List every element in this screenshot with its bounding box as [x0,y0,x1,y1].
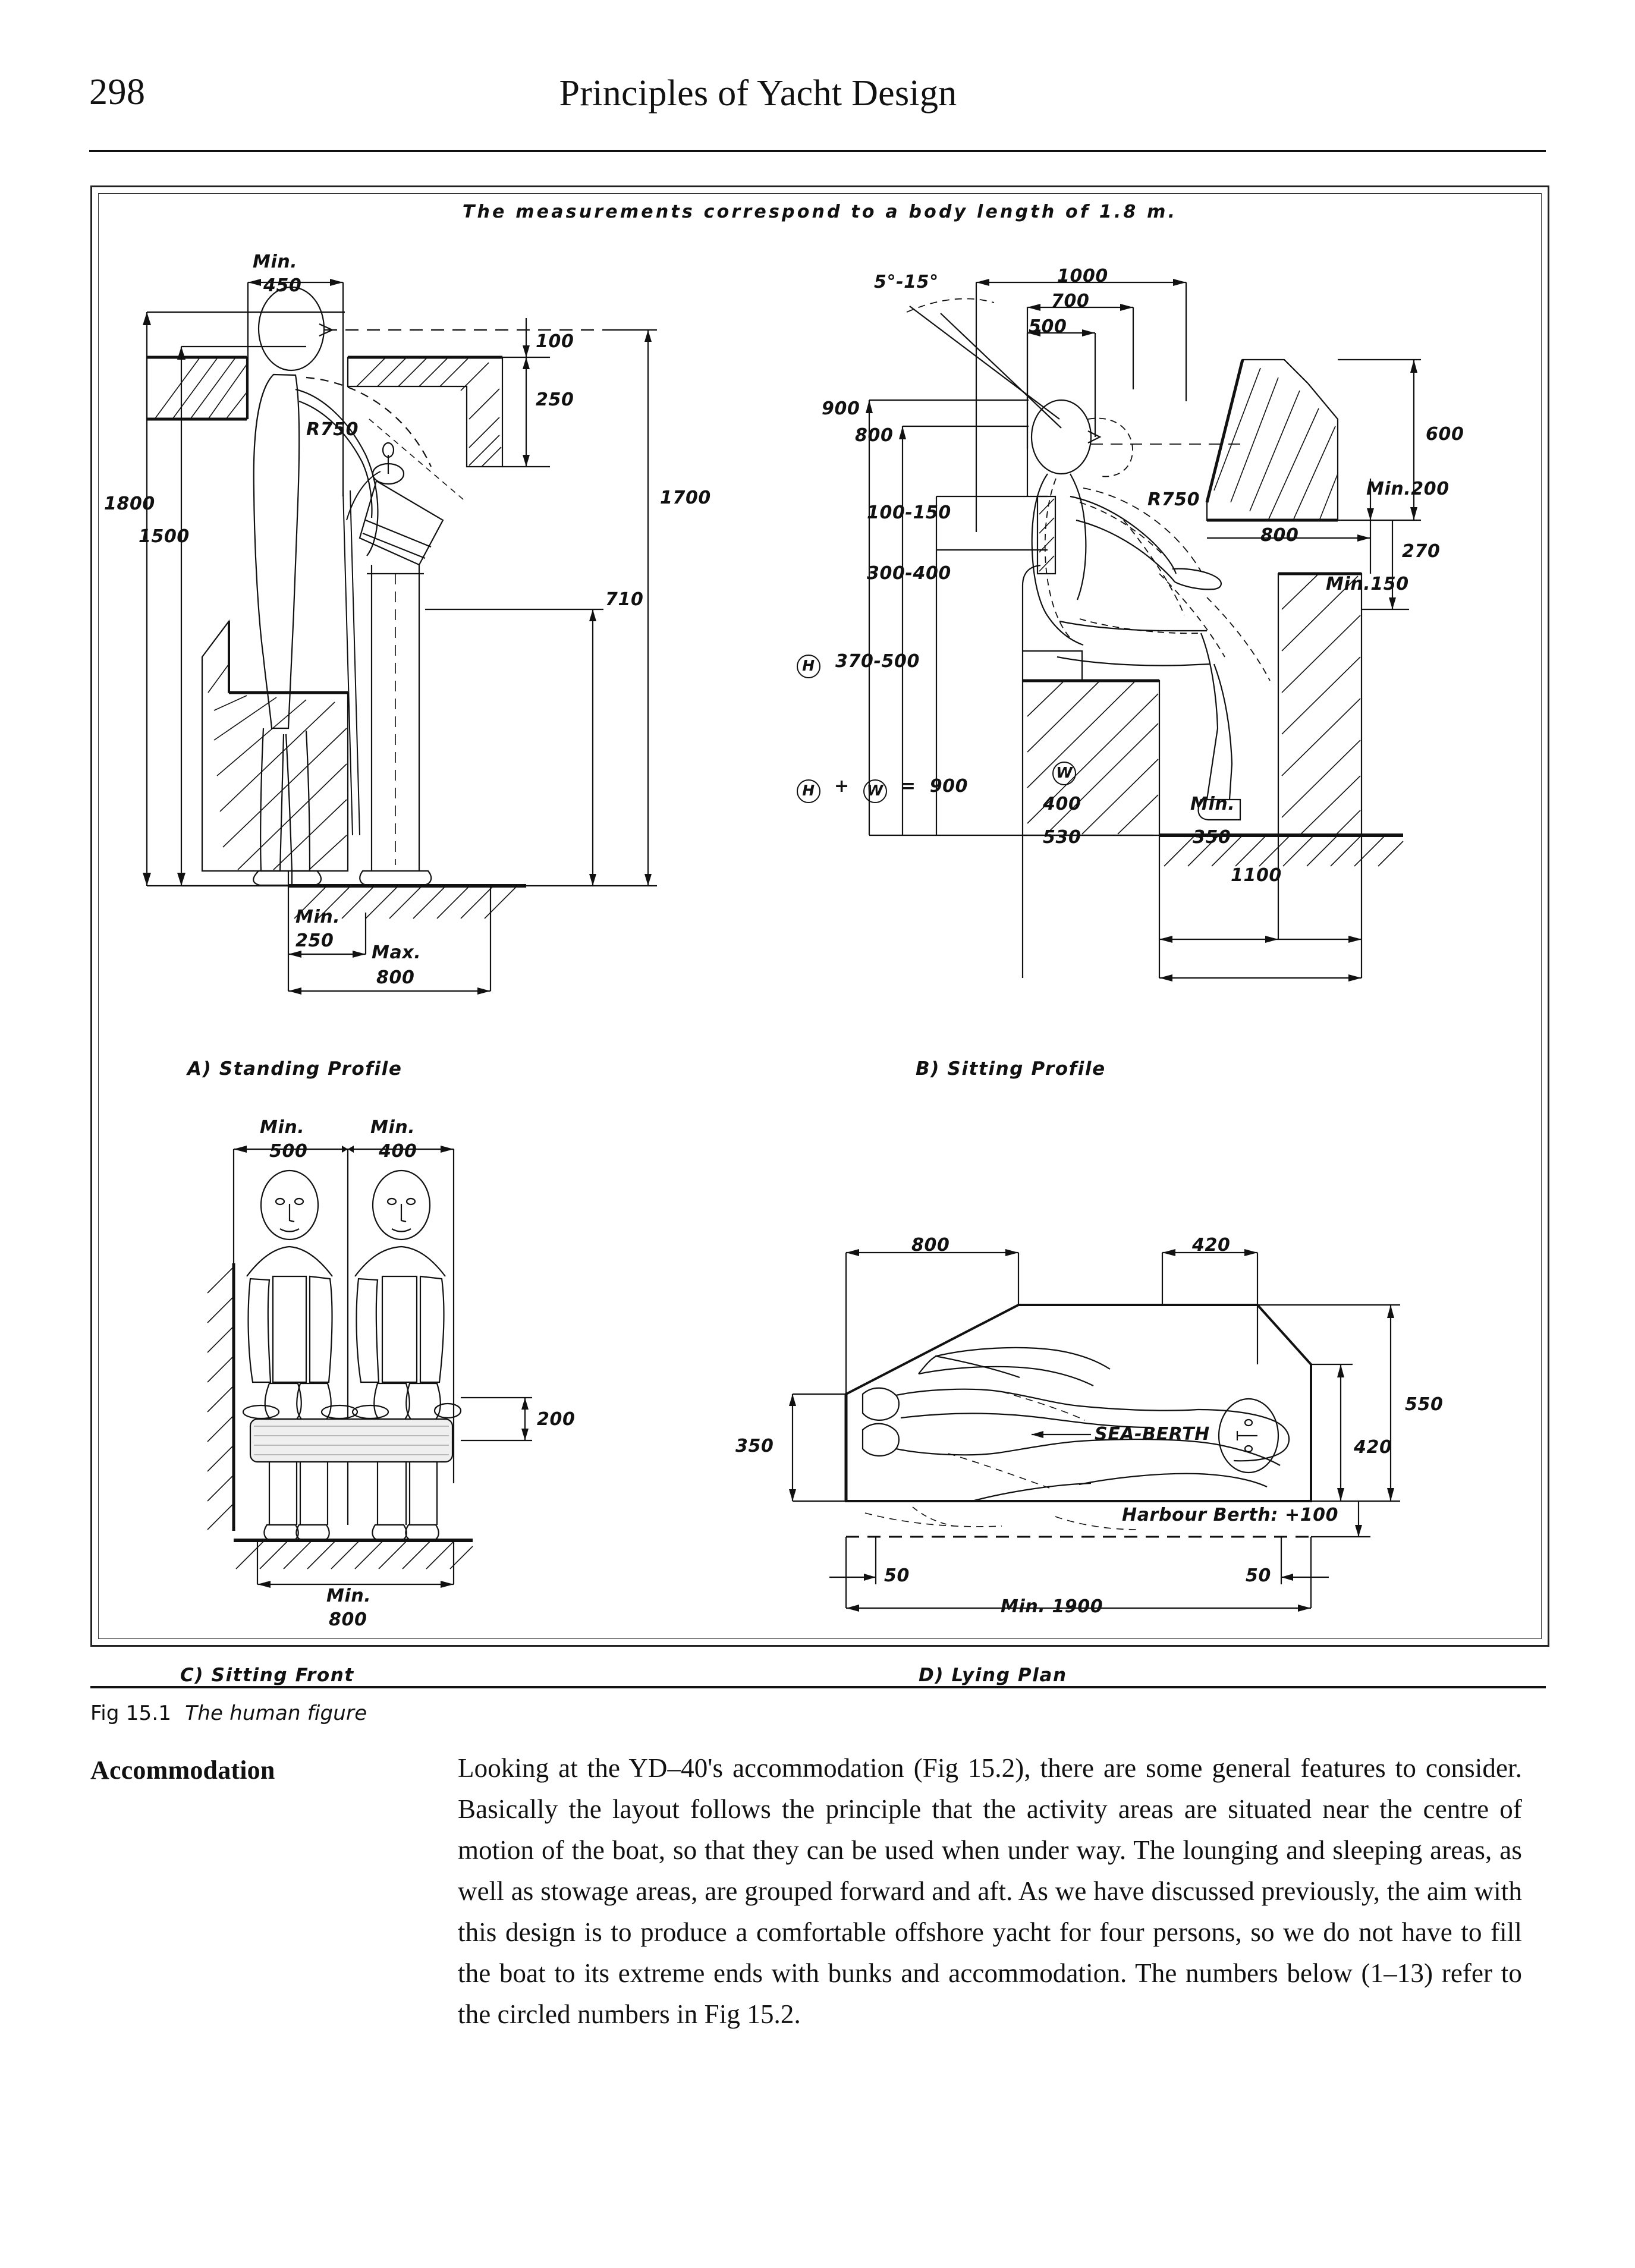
dim-a-min-bottom: Min. [295,907,341,927]
figure-15-1: The measurements correspond to a body le… [90,185,1549,1686]
panel-b-sitting-profile: 5°-15° 1000 700 500 600 900 800 100-150 … [791,241,1534,1026]
circle-h-symbol-2: H [797,779,820,803]
panel-b-caption: B) Sitting Profile [916,1058,1106,1080]
dim-b-min-200: Min.200 [1366,479,1450,499]
dim-a-710: 710 [605,589,644,610]
dim-a-1800: 1800 [104,493,155,514]
figure-caption-number: Fig 15.1 [90,1701,172,1725]
dim-c-min-bottom: Min. [326,1586,372,1606]
dim-d-min-1900: Min. 1900 [1001,1596,1103,1617]
dim-c-200: 200 [537,1409,576,1430]
label-harbour-berth: Harbour Berth: +100 [1122,1505,1339,1525]
dim-a-r750: R750 [306,419,359,440]
dim-a-1500: 1500 [139,526,190,547]
panel-d-lying-plan: 800 420 550 420 350 SEA-BERTH Harbour Be… [722,1216,1513,1632]
dim-a-100: 100 [536,331,574,352]
dim-b-hw-sum-group: H + W = 900 [797,776,968,803]
dim-c-500: 500 [269,1141,308,1162]
body-paragraph: Looking at the YD–40's accommodation (Fi… [458,1753,1522,2029]
dim-c-min-1: Min. [260,1117,305,1138]
dim-a-250: 250 [536,389,574,410]
page-header: 298 Principles of Yacht Design [0,71,1635,137]
dim-b-270: 270 [1402,541,1441,562]
dim-a-250-min: 250 [295,930,334,951]
panel-a-drawing [143,279,657,995]
dim-c-min-2: Min. [370,1117,416,1138]
dim-d-50-left: 50 [884,1565,910,1586]
panel-d-drawing [789,1249,1400,1612]
dim-a-min-top: Min. [253,251,298,272]
dim-b-angle: 5°-15° [874,272,939,292]
circle-h-symbol: H [797,655,820,678]
dim-b-600: 600 [1426,424,1464,445]
dim-a-1700: 1700 [660,487,711,508]
panel-a-caption: A) Standing Profile [187,1058,403,1080]
dim-a-450: 450 [263,275,302,296]
dim-b-100-150: 100-150 [867,502,951,523]
dim-b-500: 500 [1029,316,1067,337]
circle-w-symbol-2: W [1052,762,1076,785]
circle-w-symbol: W [863,779,887,803]
panel-b-drawing [866,279,1421,982]
panel-c-sitting-front: Min. 500 Min. 400 200 Min. 800 [199,1115,705,1630]
figure-note: The measurements correspond to a body le… [462,202,1178,222]
dim-b-min-label: Min. [1190,794,1235,814]
dim-d-420-top: 420 [1192,1235,1231,1256]
panel-a-standing-profile: Min. 450 100 250 R750 1800 1500 1700 710… [104,241,812,1026]
dim-c-800: 800 [329,1609,367,1630]
dim-b-800-left: 800 [855,425,894,446]
dim-d-420-right: 420 [1354,1437,1392,1458]
dim-b-min-150: Min.150 [1326,574,1409,594]
running-head: Principles of Yacht Design [559,73,957,114]
dim-a-max: Max. [372,942,422,963]
dim-d-350: 350 [735,1436,774,1457]
dim-b-400: 400 [1043,794,1081,814]
sum-equals: = [900,776,916,797]
dim-c-400: 400 [379,1141,417,1162]
dim-b-350: 350 [1193,827,1231,848]
dim-b-h-range: 370-500 [835,651,920,672]
sum-value: 900 [929,776,969,797]
dim-b-800-right: 800 [1260,525,1299,546]
sum-plus: + [834,776,850,797]
panel-d-caption: D) Lying Plan [919,1665,1067,1686]
dim-d-50-right: 50 [1246,1565,1271,1586]
figure-caption-text: The human figure [185,1701,367,1725]
dim-b-900: 900 [822,398,860,419]
dim-b-700: 700 [1051,291,1090,312]
figure-inner-border [98,193,1542,1639]
dim-d-800: 800 [911,1235,950,1256]
figure-caption: Fig 15.1 The human figure [90,1701,367,1725]
dim-a-800-max: 800 [376,967,415,988]
panel-c-drawing [207,1146,532,1588]
dim-b-h-range-group: H 370-500 [797,651,920,678]
side-heading-accommodation: Accommodation [90,1756,275,1785]
dim-b-r750: R750 [1147,489,1200,510]
label-sea-berth: SEA-BERTH [1095,1424,1210,1445]
dim-b-530: 530 [1043,827,1081,848]
page-number: 298 [89,72,146,112]
dim-b-1000: 1000 [1057,266,1108,287]
dim-b-300-400: 300-400 [867,563,951,584]
dim-d-550: 550 [1405,1394,1444,1415]
header-rule [89,150,1546,152]
panel-c-caption: C) Sitting Front [180,1665,354,1686]
figure-bottom-rule [90,1686,1546,1688]
dim-b-1100: 1100 [1231,865,1282,886]
